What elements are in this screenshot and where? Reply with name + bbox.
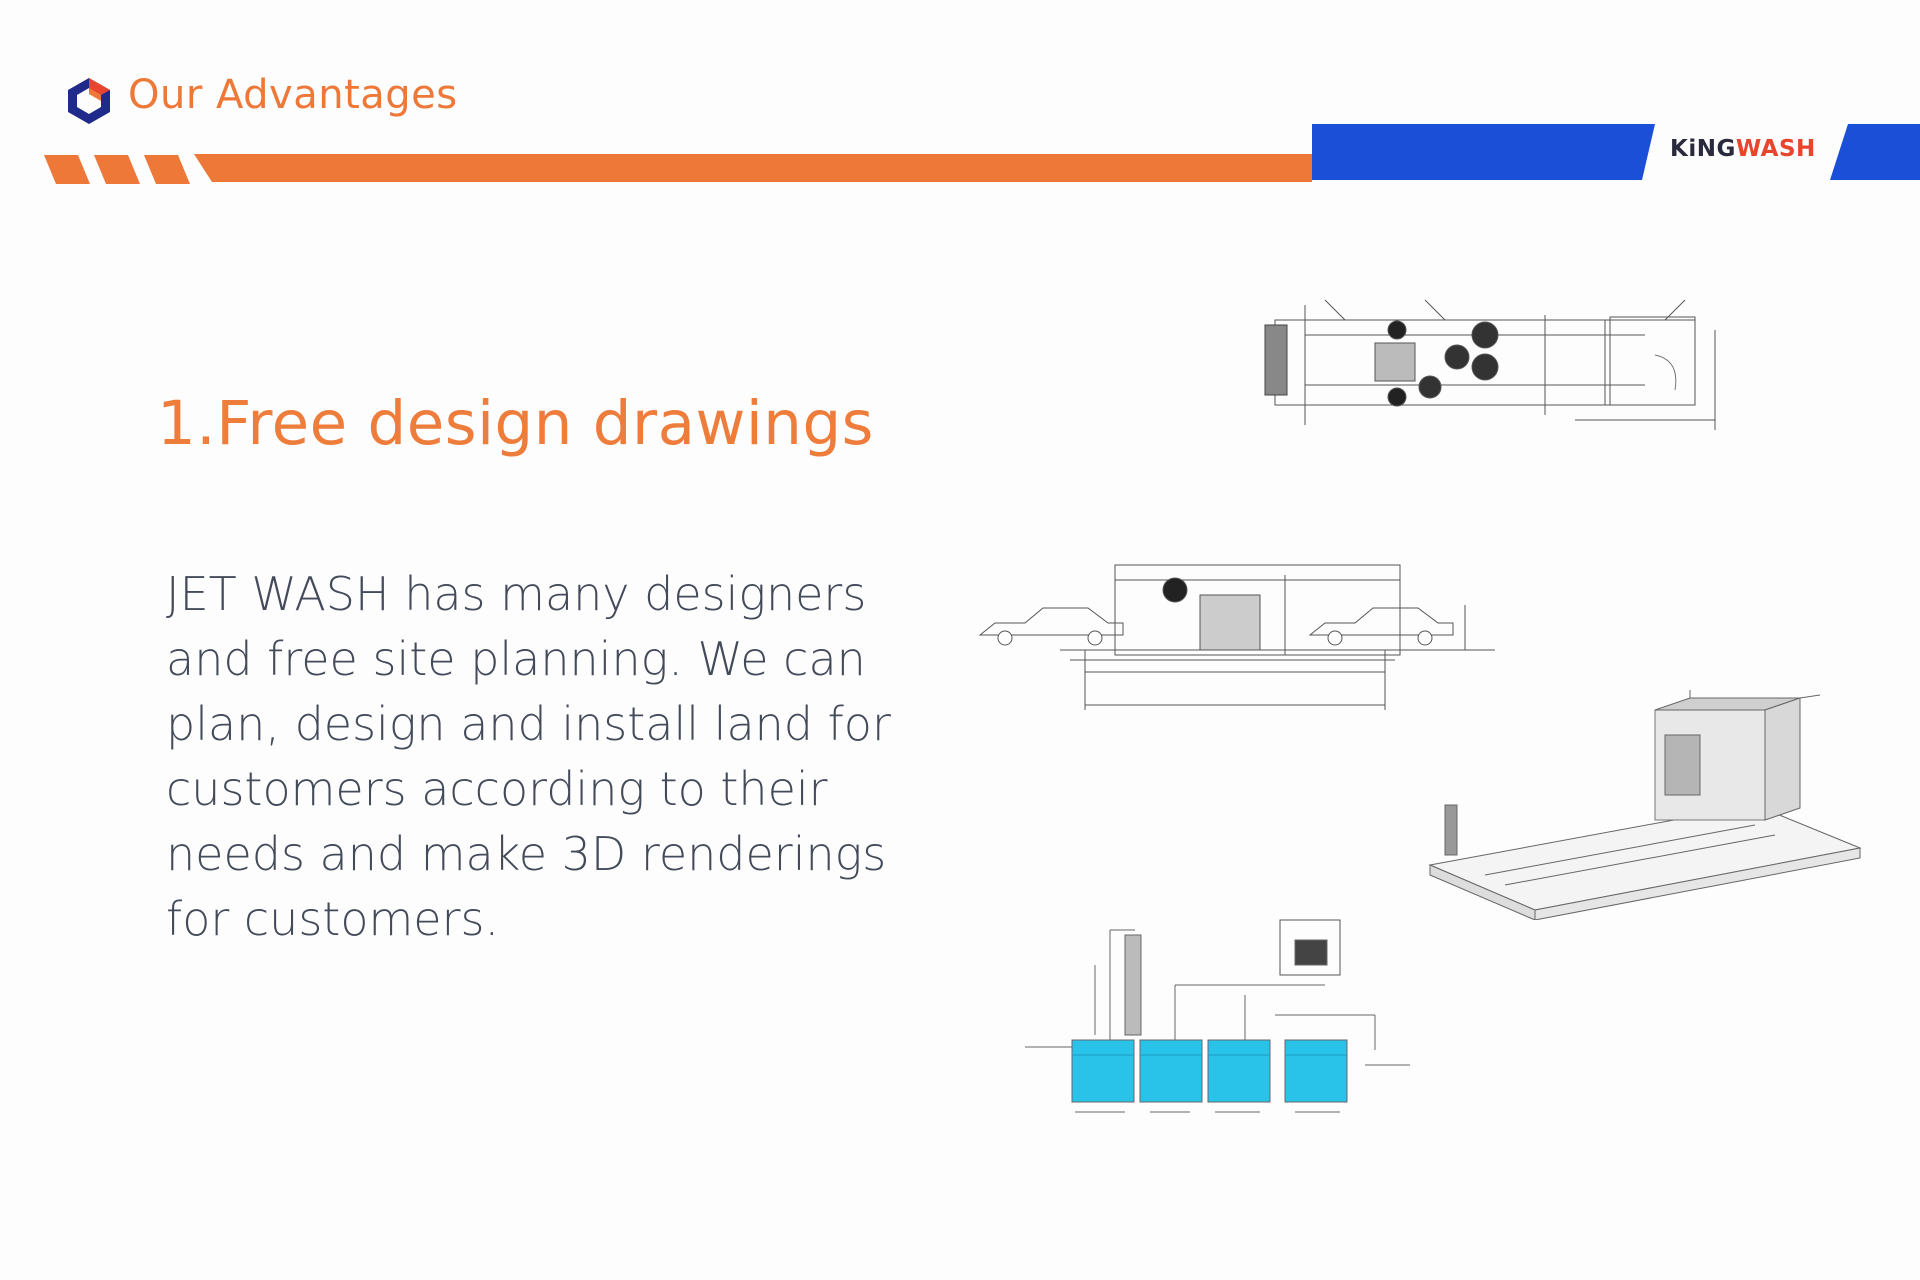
brand-logo-part-king: KiNG (1670, 136, 1736, 162)
header-title: Our Advantages (128, 72, 458, 118)
header-stripe-bar (44, 124, 1920, 184)
kingwash-brand-logo: KiNGWASH (1670, 136, 1816, 162)
slide-header: Our Advantages KiNGWASH (0, 0, 1920, 200)
water-tank-system-drawing (1025, 919, 1410, 1113)
side-view-layout-drawing (978, 564, 1495, 710)
brand-logo-part-wash: WASH (1735, 136, 1816, 162)
section-title: 1.Free design drawings (157, 388, 874, 459)
isometric-3d-rendering (1428, 690, 1862, 920)
top-view-layout-drawing (1264, 299, 1716, 430)
section-body-text: JET WASH has many designers and free sit… (166, 567, 891, 946)
hexagon-logo-icon (68, 78, 110, 124)
